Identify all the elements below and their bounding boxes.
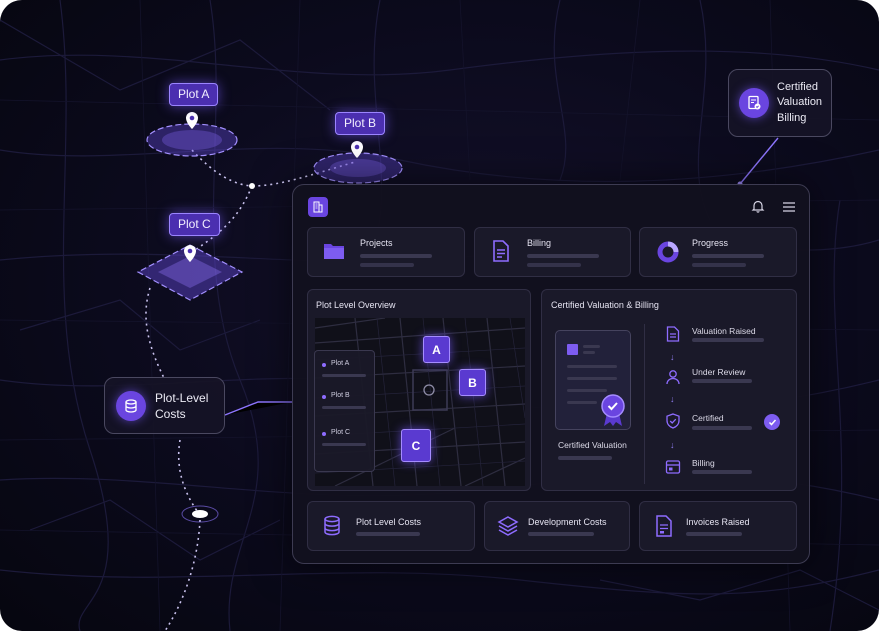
document-caption: Certified Valuation [558,440,627,450]
placeholder-bar [527,263,581,267]
placeholder-bar [322,443,366,446]
legend-dot [322,363,326,367]
divider [644,324,645,484]
step-certified: Certified [692,413,724,423]
placeholder-bar [567,401,597,404]
plot-b-zone [313,152,403,184]
valuation-document[interactable] [555,330,631,430]
placeholder-bar [558,456,612,460]
projects-card[interactable]: Projects [307,227,465,277]
dashboard-window: Projects Billing Progress Plot Level Ove… [292,184,810,564]
plot-a-label[interactable]: Plot A [169,83,219,106]
card-label: Projects [360,238,393,248]
step-under-review: Under Review [692,367,746,377]
legend-dot [322,395,326,399]
card-line-2: Costs [155,406,186,421]
placeholder-bar [360,254,432,258]
legend-plot-c: Plot C [331,429,351,436]
shield-check-icon [666,413,680,429]
placeholder-bar [692,254,764,258]
folder-icon [324,244,344,259]
placeholder-bar [692,426,752,430]
database-icon [116,390,146,421]
document-icon [666,326,680,342]
placeholder-bar [527,254,599,258]
plot-level-overview-panel: Plot Level Overview Plot A [307,289,531,491]
document-badge [567,344,578,355]
plot-c-label[interactable]: Plot C [169,213,220,236]
user-icon [666,370,680,385]
legend-plot-b: Plot B [331,392,350,399]
plot-level-costs-card[interactable]: Plot-Level Costs [104,377,225,434]
check-circle-icon [764,414,780,430]
plot-b-label[interactable]: Plot B [335,112,386,135]
arrow-down-icon: ↓ [670,352,675,362]
progress-card[interactable]: Progress [639,227,797,277]
certified-valuation-panel: Certified Valuation & Billing Certified … [541,289,797,491]
menu-icon[interactable] [782,200,796,212]
plot-box-c[interactable]: C [401,429,431,462]
tile-label: Invoices Raised [686,517,750,527]
billing-icon [665,460,681,474]
legend-dot [322,432,326,436]
development-costs-tile[interactable]: Development Costs [484,501,630,551]
card-line-2: Valuation [777,96,823,109]
arrow-down-icon: ↓ [670,440,675,450]
plot-legend: Plot A Plot B Plot C [314,350,375,472]
placeholder-bar [583,351,595,354]
invoice-icon [656,515,672,537]
placeholder-bar [692,470,752,474]
invoice-check-icon [739,88,769,118]
card-line-1: Plot-Level [155,390,209,405]
plot-box-a[interactable]: A [423,336,450,363]
placeholder-bar [322,374,366,377]
layers-icon [497,516,519,536]
placeholder-bar [356,532,420,536]
placeholder-bar [567,389,607,392]
placeholder-bar [322,406,366,409]
placeholder-bar [692,338,764,342]
plot-box-b[interactable]: B [459,369,486,396]
placeholder-bar [567,377,617,380]
placeholder-bar [567,365,617,368]
pie-chart-icon [657,241,679,263]
card-line-3: Billing [777,111,807,124]
database-icon [324,515,340,536]
step-valuation-raised: Valuation Raised [692,326,756,336]
panel-title: Plot Level Overview [316,300,396,310]
placeholder-bar [583,345,600,348]
legend-plot-a: Plot A [331,360,350,367]
panel-title: Certified Valuation & Billing [551,300,659,310]
placeholder-bar [692,379,752,383]
card-line-1: Certified [777,80,818,93]
plot-a-zone [146,123,238,157]
certified-seal-icon [601,394,625,426]
tile-label: Development Costs [528,517,607,527]
card-label: Billing [527,238,552,248]
plot-level-costs-tile[interactable]: Plot Level Costs [307,501,475,551]
certified-valuation-billing-card[interactable]: Certified Valuation Billing [728,69,832,137]
placeholder-bar [692,263,746,267]
placeholder-bar [528,532,594,536]
placeholder-bar [686,532,742,536]
billing-card[interactable]: Billing [474,227,631,277]
step-billing: Billing [692,458,715,468]
plot-c-zone [136,244,244,301]
card-label: Progress [692,238,729,248]
building-icon[interactable] [308,197,328,217]
bell-icon[interactable] [751,199,765,213]
invoices-raised-tile[interactable]: Invoices Raised [639,501,797,551]
tile-label: Plot Level Costs [356,517,422,527]
placeholder-bar [360,263,414,267]
document-icon [493,240,509,262]
arrow-down-icon: ↓ [670,394,675,404]
